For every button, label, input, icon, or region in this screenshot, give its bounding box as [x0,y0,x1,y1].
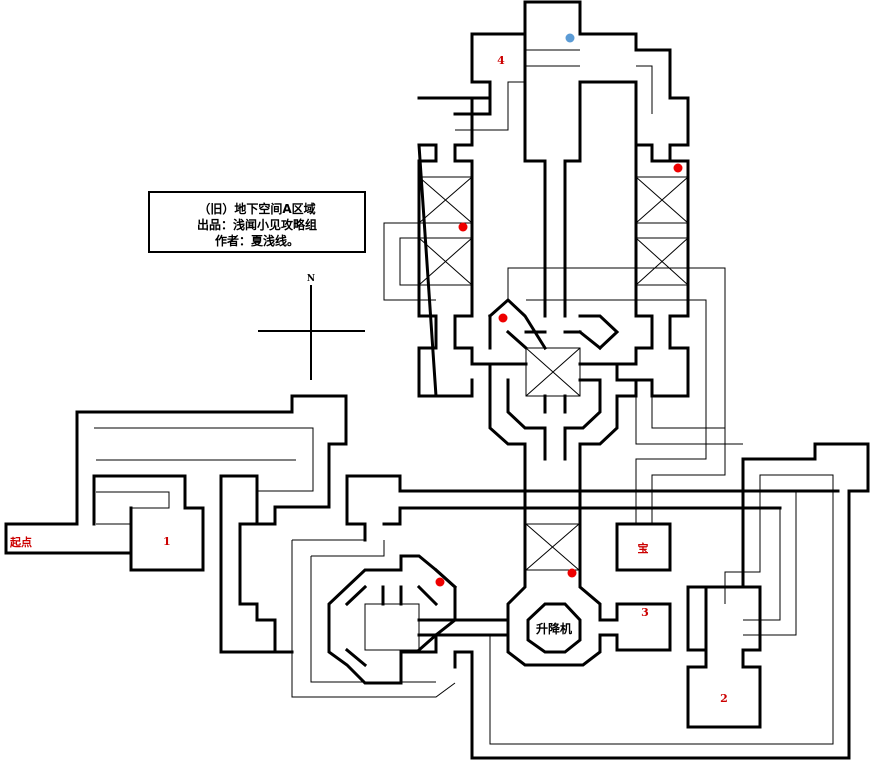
start-inner-wall [94,427,314,492]
chamber-lower-wall [488,362,638,461]
compass: N [258,274,365,380]
red-dot-marker [498,313,508,323]
room2-label: 2 [720,692,728,705]
hub-center-room [364,603,420,651]
compass-north-label: N [307,274,315,284]
left-outer-thin-loop [291,540,456,698]
blue-dot-marker [565,33,575,43]
info-box-frame [148,191,366,253]
crossed-box [418,176,473,286]
info-box: （旧）地下空间A区域 出品：浅闻小见攻略组 作者：夏浅线。 [148,191,366,253]
start-upper-wall [4,394,348,526]
central-tower [523,0,690,318]
info-title: （旧）地下空间A区域 [198,201,315,216]
outer-south-loop [453,442,870,760]
start-area: 起点 1 [4,394,348,572]
central-hub [327,554,458,685]
red-dot-marker [435,577,445,587]
room2: 2 [686,491,797,729]
lift-platform [526,602,582,654]
room1-inner-wall [96,491,170,525]
room4-label: 4 [497,54,505,67]
hub-octagon-wall [327,554,457,685]
room1-label: 1 [163,535,171,548]
right-tower-wall [615,143,690,398]
left-middle-corridors [219,474,840,698]
right-tower [615,96,743,445]
central-tower-wall [523,0,690,318]
info-author: 作者：夏浅线。 [215,233,299,248]
treasure-label: 宝 [638,541,649,555]
left-tower: 4 [383,32,527,398]
central-chamber [487,297,638,461]
treasure-room: 宝 [507,267,726,572]
room1-lower-wall [4,474,205,572]
red-dot-marker [458,222,468,232]
info-publisher: 出品：浅闻小见攻略组 [197,217,317,232]
left-loop-outer [219,474,294,654]
lift-label: 升降机 [536,621,572,636]
crossed-box [635,176,689,286]
lift-corridor [417,442,870,760]
red-dot-marker [673,163,683,173]
treasure-room-wall [615,522,672,572]
inner-south-loop [489,474,834,745]
red-dot-marker [567,568,577,578]
room3-label: 3 [641,606,649,619]
lift-room: 升降机 3 [506,457,672,667]
lift-room-wall [506,457,672,667]
upper-long-corridor [345,474,840,493]
room2-wall [686,585,762,729]
start-label: 起点 [9,535,32,549]
